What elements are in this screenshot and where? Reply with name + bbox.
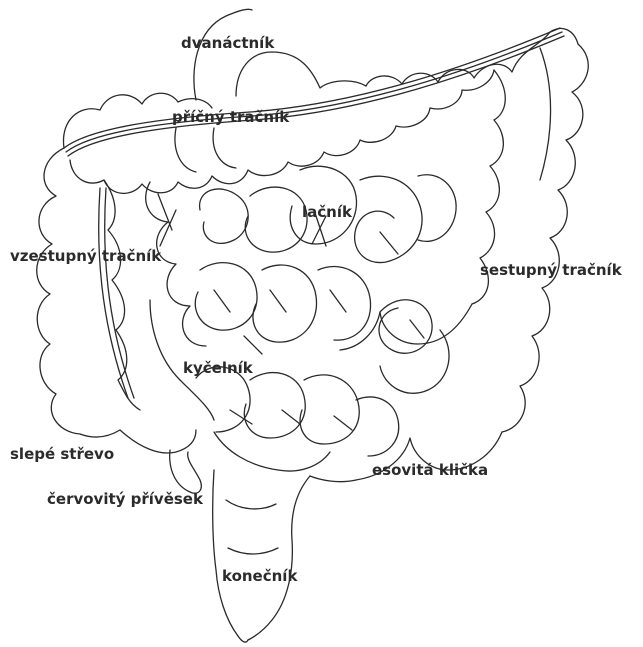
label-ascending-colon: vzestupný tračník [10,247,161,265]
small-intestine-loops-8 [253,265,317,342]
sigmoid-coils [379,300,449,394]
label-descending-colon: sestupný tračník [480,261,622,279]
rectum-tip [238,636,248,642]
rectum-folds [226,500,278,554]
transverse-colon-band [64,28,560,148]
small-intestine-loops-7 [195,263,257,331]
small-intestine-loops-12 [300,375,399,456]
cecum-outline [120,430,196,453]
appendix-outline [170,450,202,493]
ascending-colon-outer [37,148,120,437]
small-intestine-loops-5 [355,176,422,262]
transverse-colon-top-right [366,28,578,86]
label-appendix: červovitý přívěsek [47,490,203,508]
duodenum-outline-inner [236,52,366,96]
small-intestine-loops-3 [245,187,307,252]
label-transverse-colon: příčný tračník [172,108,289,126]
descending-colon-outer [502,44,588,432]
descending-colon-band [540,48,551,180]
transverse-colon-band-2 [66,32,562,152]
label-ileum: kyčelník [183,359,253,377]
label-jejunum: lačník [302,203,352,221]
label-cecum: slepé střevo [10,445,114,463]
small-intestine-loops-2 [200,189,249,243]
rectum-left [213,470,238,636]
ascending-colon-band-2 [105,188,134,398]
small-intestine-loops-11 [196,367,305,438]
label-sigmoid-loop: esovitá klička [372,461,488,479]
small-intestine-creases [158,194,424,430]
duodenum-outline [194,9,252,100]
transverse-colon-lower-folds [175,128,236,172]
label-duodenum: dvanáctník [181,34,274,52]
small-intestine-loops-6 [418,175,456,242]
small-intestine-loops-9 [318,266,371,340]
rectum-right [248,476,310,640]
transverse-colon-band-3 [68,36,564,156]
sigmoid-inner [340,304,472,350]
label-rectum: konečník [222,567,297,585]
